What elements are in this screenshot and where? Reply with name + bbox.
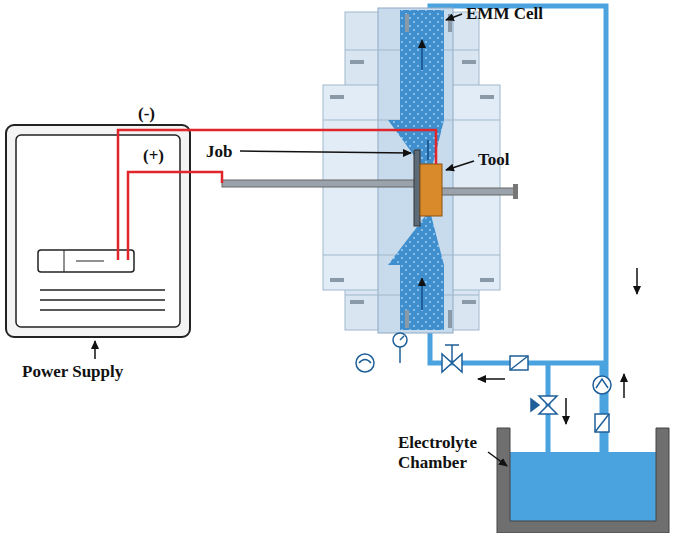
electrolyte-chamber [497,428,669,533]
flow-components [356,333,611,432]
job-plate [414,150,420,226]
label: Electrolyte Chamber [398,433,486,472]
power-supply [6,125,190,337]
label: (+) [143,146,164,166]
wire [118,130,436,260]
tool-block [420,164,442,216]
label: Job [206,142,232,162]
label: Tool [478,150,510,170]
label: EMM Cell [466,4,543,24]
leader-arrow [95,14,507,466]
flow-arrow [478,268,637,424]
tool-rod [440,188,516,195]
label: Power Supply [22,362,123,382]
rod-nut [513,184,518,199]
label: (-) [138,104,155,124]
emm-cell [323,8,500,333]
job-rod [222,180,416,187]
